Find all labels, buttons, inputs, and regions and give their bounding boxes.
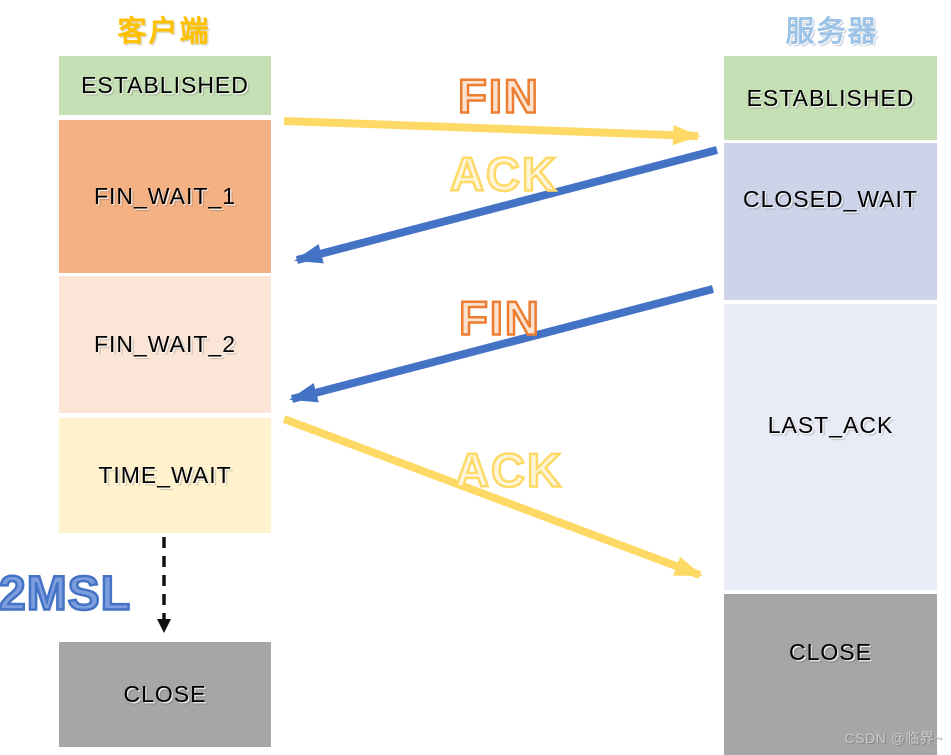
state-box-client-fin-wait-2: FIN_WAIT_2 <box>59 276 271 413</box>
client-header: 客户端 <box>117 16 211 48</box>
state-box-server-close: CLOSE <box>724 594 937 755</box>
state-box-client-fin-wait-1: FIN_WAIT_1 <box>59 120 271 273</box>
ack-label-2: ACK <box>454 442 563 498</box>
state-label: ESTABLISHED <box>81 72 249 98</box>
state-label: LAST_ACK <box>767 411 894 438</box>
state-box-client-established: ESTABLISHED <box>59 56 271 115</box>
state-box-client-close: CLOSE <box>59 642 271 747</box>
server-header: 服务器 <box>785 16 879 48</box>
state-label: FIN_WAIT_1 <box>93 183 237 209</box>
state-label: CLOSE <box>789 639 872 665</box>
watermark: CSDN @临界~ <box>844 730 943 746</box>
state-label: FIN_WAIT_2 <box>93 331 237 357</box>
2msl-label: 2MSL <box>0 566 132 622</box>
ack-label-1: ACK <box>449 146 558 202</box>
state-box-server-closed-wait: CLOSED_WAIT <box>724 143 937 300</box>
fin-label-2: FIN <box>458 290 541 346</box>
state-label: ESTABLISHED <box>746 84 915 111</box>
state-label: TIME_WAIT <box>98 462 232 488</box>
state-box-client-time-wait: TIME_WAIT <box>59 418 271 533</box>
state-box-server-established: ESTABLISHED <box>724 56 937 140</box>
state-label: CLOSED_WAIT <box>742 186 918 212</box>
fin-label-1: FIN <box>457 68 540 124</box>
state-label: CLOSE <box>123 681 207 707</box>
state-box-server-last-ack: LAST_ACK <box>724 304 937 590</box>
